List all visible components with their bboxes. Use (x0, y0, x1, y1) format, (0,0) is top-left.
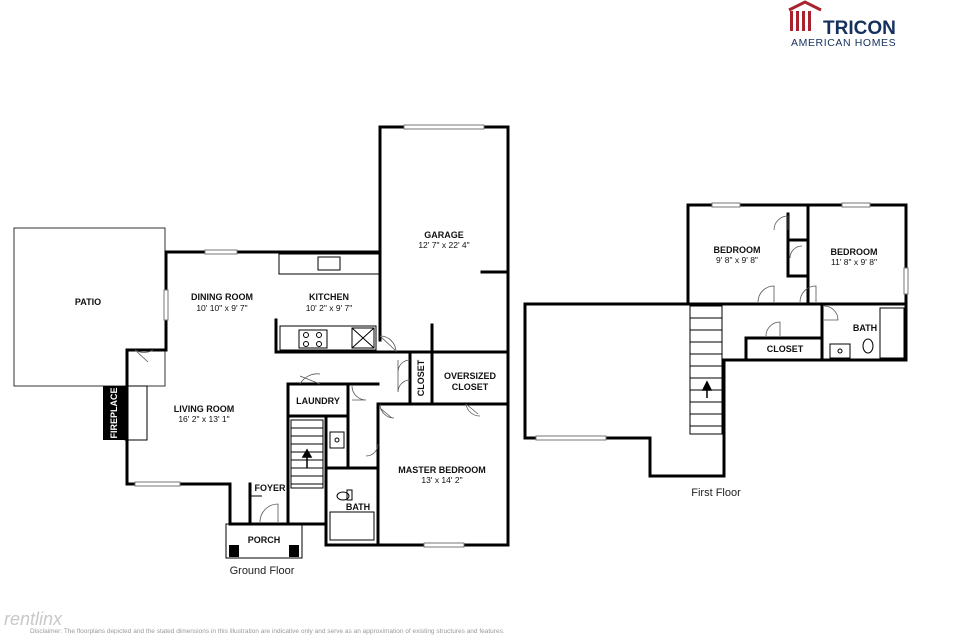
garage-dims: 12' 7" x 22' 4" (418, 240, 469, 250)
ground-stairs (290, 419, 324, 489)
patio-label: PATIO (75, 297, 101, 307)
fireplace-block (103, 386, 125, 440)
watermark: rentlinx (4, 609, 63, 629)
foyer-label: FOYER (254, 483, 286, 493)
closet-ground-label: CLOSET (416, 359, 426, 396)
laundry-label: LAUNDRY (296, 396, 340, 406)
garage-label: GARAGE (424, 230, 464, 240)
disclaimer: Disclaimer: The floorplans depicted and … (30, 628, 505, 635)
brand-logo: TRICON AMERICAN HOMES (788, 0, 896, 49)
ground-floor: PATIO DINING ROOM 10' 10" x 9' 7" KITCHE… (13, 124, 510, 577)
house-roof-icon (788, 0, 822, 12)
brand-subtitle: AMERICAN HOMES (791, 37, 896, 49)
living-room-dims: 16' 2" x 13' 1" (178, 414, 229, 424)
first-floor-stairs (689, 305, 723, 435)
bath-ground-label: BATH (346, 502, 370, 512)
patio-area (13, 227, 166, 387)
bedroom-2-dims: 11' 8" x 9' 8" (831, 257, 877, 267)
stair-up-arrow-icon (301, 448, 313, 468)
oversized-closet-label-1: OVERSIZED (444, 371, 497, 381)
fireplace-label: FIREPLACE (109, 387, 119, 438)
kitchen-label: KITCHEN (309, 292, 349, 302)
living-room-label: LIVING ROOM (174, 404, 235, 414)
porch-label: PORCH (248, 535, 281, 545)
kitchen-dims: 10' 2" x 9' 7" (306, 303, 353, 313)
first-floor-caption: First Floor (691, 487, 741, 499)
master-bedroom-dims: 13' x 14' 2" (421, 475, 462, 485)
dining-room-dims: 10' 10" x 9' 7" (196, 303, 247, 313)
master-bedroom-label: MASTER BEDROOM (398, 465, 486, 475)
closet-first-label: CLOSET (767, 344, 804, 354)
dining-room-label: DINING ROOM (191, 292, 253, 302)
ground-floor-caption: Ground Floor (230, 565, 295, 577)
bedroom-1-dims: 9' 8" x 9' 8" (716, 255, 758, 265)
first-floor: BEDROOM 9' 8" x 9' 8" BEDROOM 11' 8" x 9… (523, 202, 909, 499)
bedroom-2-label: BEDROOM (831, 247, 878, 257)
brand-name: TRICON (823, 18, 896, 39)
oversized-closet-label-2: CLOSET (452, 382, 489, 392)
bath-first-label: BATH (853, 323, 877, 333)
stair-up-arrow-first-icon (701, 380, 713, 398)
bedroom-1-label: BEDROOM (714, 245, 761, 255)
